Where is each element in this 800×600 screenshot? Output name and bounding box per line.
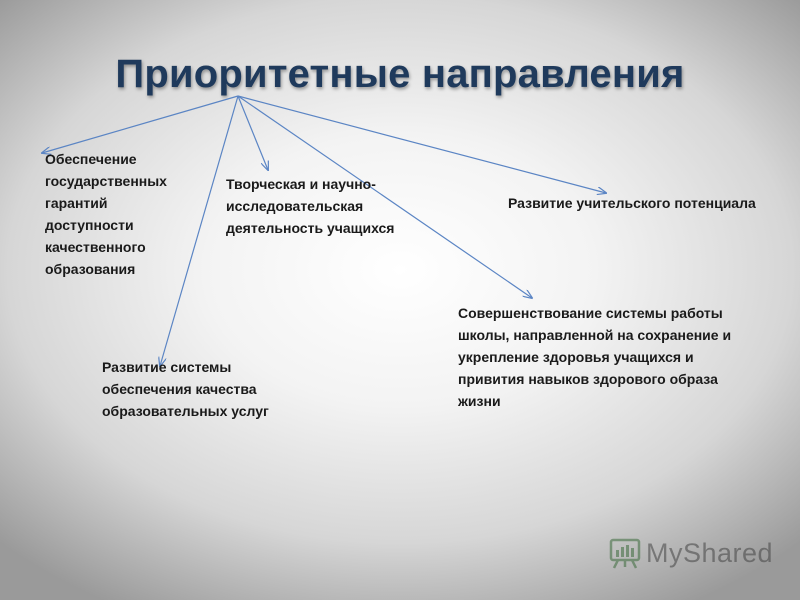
item-creative-research: Творческая и научно-исследовательская де… — [226, 176, 395, 236]
item-state-guarantees: Обеспечение государственных гарантий дос… — [45, 151, 167, 277]
presentation-board-icon — [609, 538, 641, 569]
item-health-system: Совершенствование системы работы школы, … — [458, 305, 732, 409]
arrow-to-research — [237, 95, 268, 170]
watermark: MyShared — [608, 536, 773, 570]
item-quality-system: Развитие системы обеспечения качества об… — [102, 359, 269, 419]
arrow-to-guarantees — [42, 95, 239, 153]
arrow-to-quality — [160, 95, 239, 366]
slide-title: Приоритетные направления — [115, 52, 685, 96]
item-teacher-potential: Развитие учительского потенциала — [508, 195, 756, 211]
arrow-to-teachers — [237, 95, 606, 193]
arrow-to-health — [237, 95, 532, 298]
watermark-text: MyShared — [646, 537, 774, 568]
